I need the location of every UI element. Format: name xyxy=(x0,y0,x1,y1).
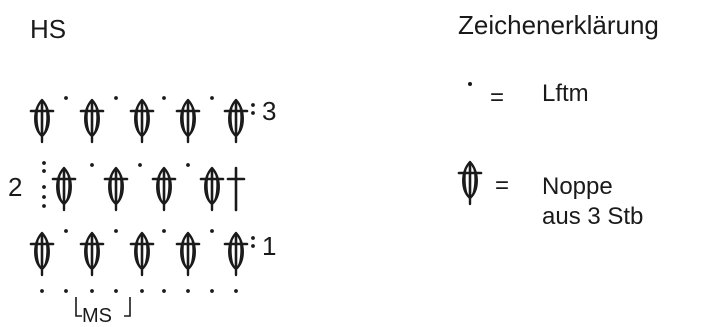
row-number-1: 1 xyxy=(262,231,277,261)
popcorn-stitch-icon xyxy=(29,231,55,277)
popcorn-stitch-icon xyxy=(199,166,225,212)
repeat-label: MS xyxy=(82,305,112,327)
popcorn-stitch-icon xyxy=(79,98,105,144)
legend-equals-chain: = xyxy=(490,84,505,111)
popcorn-stitch-icon xyxy=(175,231,201,277)
popcorn-stitch-icon xyxy=(175,98,201,144)
popcorn-stitch-icon xyxy=(51,166,77,212)
popcorn-stitch-icon xyxy=(29,98,55,144)
repeat-bracket xyxy=(75,297,131,317)
row-3-stitches xyxy=(29,98,249,144)
popcorn-stitch-icon xyxy=(223,231,249,277)
popcorn-stitch-icon xyxy=(129,231,155,277)
legend-popcorn-label-line2: aus 3 Stb xyxy=(542,203,644,230)
legend-chain-label: Lftm xyxy=(542,80,589,107)
legend-popcorn-label-line1: Noppe xyxy=(542,173,613,200)
row-1-stitches xyxy=(29,231,249,277)
popcorn-stitch-icon xyxy=(151,166,177,212)
row-2-chain-dots xyxy=(42,161,190,208)
popcorn-stitch-icon xyxy=(129,98,155,144)
row-2-stitches xyxy=(51,166,246,212)
legend-chain-icon xyxy=(468,82,472,86)
legend-equals-popcorn: = xyxy=(495,172,510,199)
treble-stitch-icon xyxy=(226,166,246,212)
row-number-2: 2 xyxy=(8,172,23,202)
row-1-chain-dots xyxy=(64,229,255,248)
chart-title: HS xyxy=(30,14,67,44)
legend-title: Zeichenerklärung xyxy=(458,10,659,40)
popcorn-stitch-icon xyxy=(223,98,249,144)
popcorn-stitch-icon xyxy=(79,231,105,277)
row-3-chain-dots xyxy=(64,96,255,115)
popcorn-stitch-icon xyxy=(103,166,129,212)
foundation-chain xyxy=(40,289,238,293)
row-number-3: 3 xyxy=(262,96,277,126)
popcorn-stitch-icon xyxy=(457,160,483,206)
